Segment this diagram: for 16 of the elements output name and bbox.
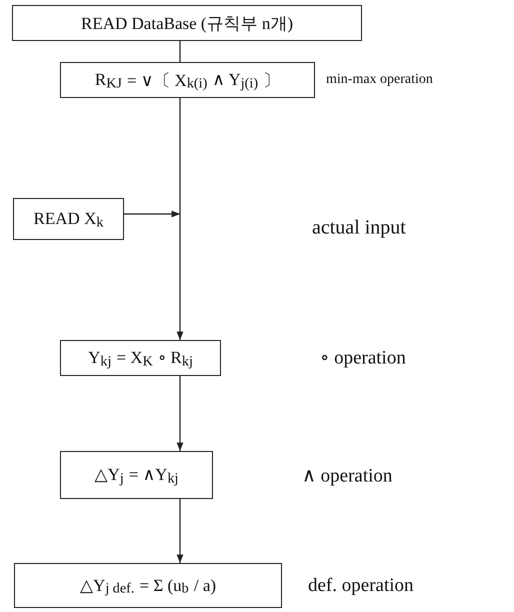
formula-box: Y$_{kj}$ = X$_{K}$ ∘ R$_{kj}$ (60, 340, 221, 376)
operation-label: ∘ operation (320, 346, 406, 370)
operation-label: min-max operation (326, 72, 433, 88)
input-box: READ X$_{k}$ (13, 198, 124, 240)
operation-label: def. operation (308, 575, 414, 597)
operation-label: ∧ operation (302, 464, 392, 488)
formula-box: △Y$_{j}$ = ∧Y$_{kj}$ (60, 451, 213, 499)
operation-label: actual input (312, 216, 406, 240)
formula-box: △Y$_{j def.}$ = Σ (u$_{b}$ / a) (14, 563, 282, 608)
arrow (124, 210, 180, 218)
formula-box: R$_{KJ}$ = ∨〔 X$_{k(i)}$ ∧ Y$_{j(i)}$ 〕 (60, 62, 315, 98)
arrow (176, 376, 184, 451)
arrow (176, 499, 184, 563)
connector-line (179, 41, 181, 62)
arrow (176, 98, 184, 340)
database-read-box: READ DataBase (규칙부 n개) (12, 5, 362, 41)
